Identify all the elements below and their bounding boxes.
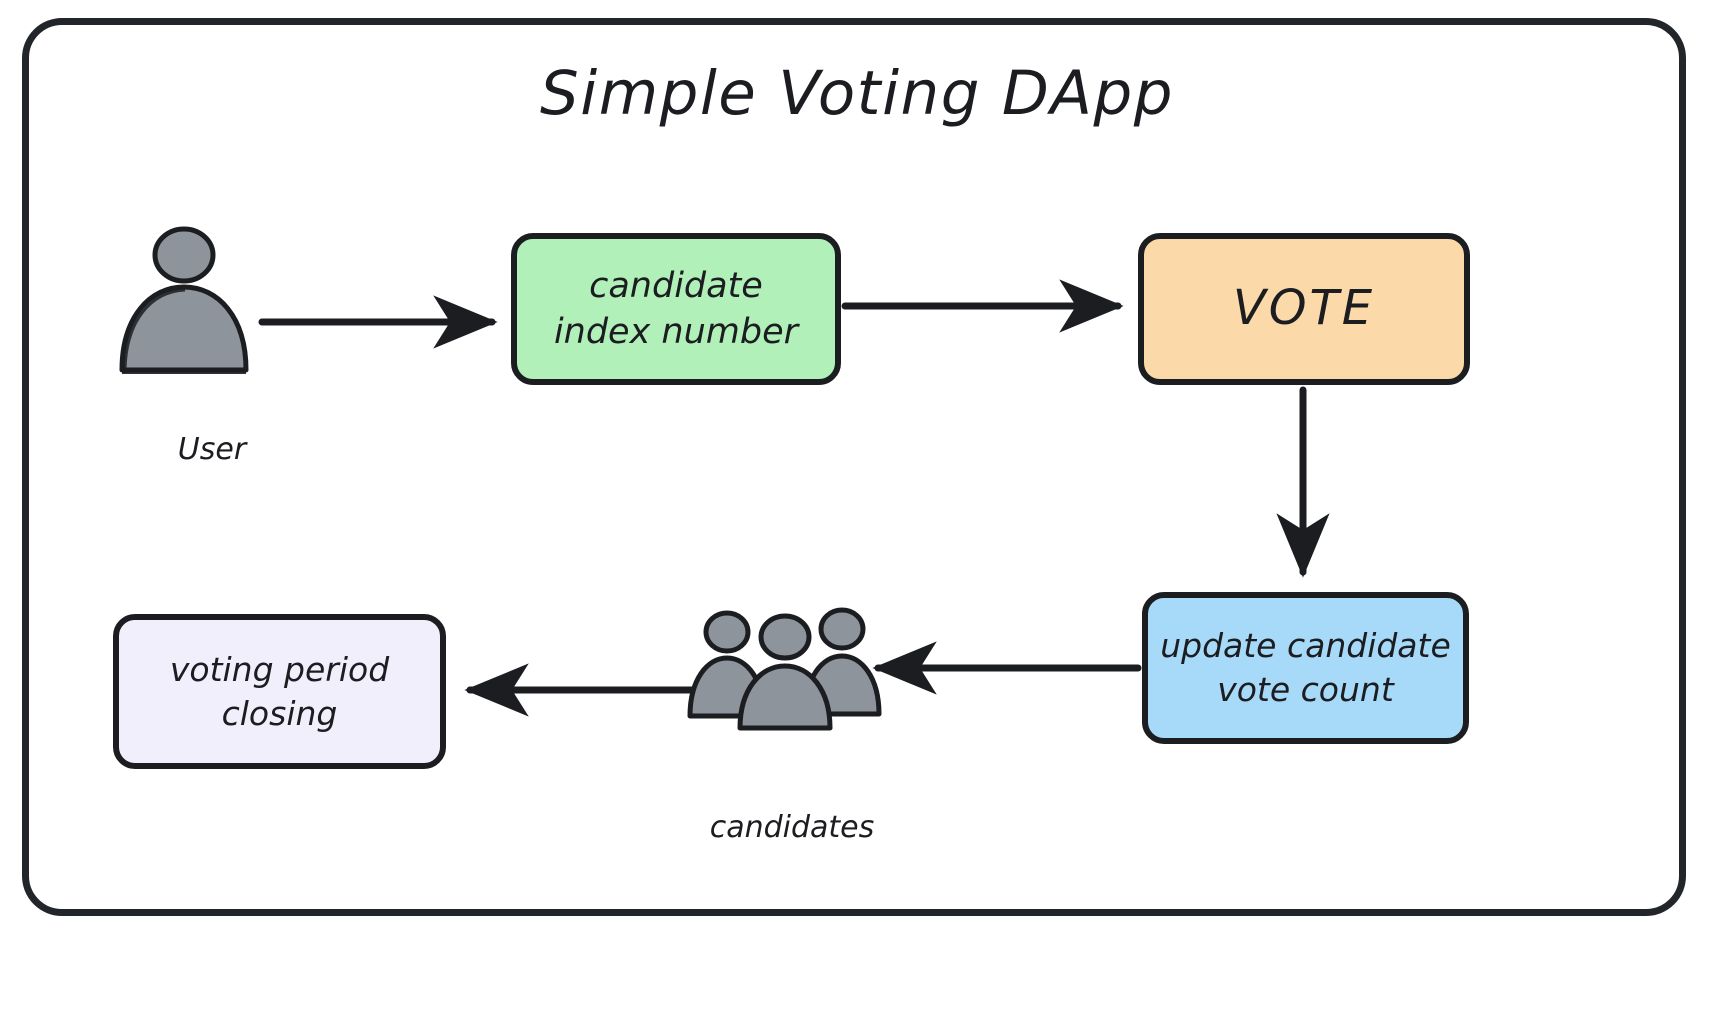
node-candidate-index-label: candidate index number	[553, 265, 799, 352]
page-title: Simple Voting DApp	[540, 58, 1174, 129]
diagram-frame	[22, 18, 1686, 916]
node-update-count-label: update candidate vote count	[1160, 626, 1451, 709]
node-update-candidate-vote-count[interactable]: update candidate vote count	[1142, 592, 1469, 744]
people-group-icon	[687, 607, 882, 731]
node-voting-closing-label: voting period closing	[169, 649, 390, 733]
person-icon	[119, 226, 249, 374]
actor-user-label: User	[177, 432, 247, 467]
node-candidate-index[interactable]: candidate index number	[511, 233, 841, 385]
node-vote[interactable]: VOTE	[1138, 233, 1470, 385]
node-vote-label: VOTE	[1232, 280, 1376, 337]
actor-candidates-label: candidates	[709, 810, 875, 845]
node-voting-period-closing[interactable]: voting period closing	[113, 614, 446, 769]
